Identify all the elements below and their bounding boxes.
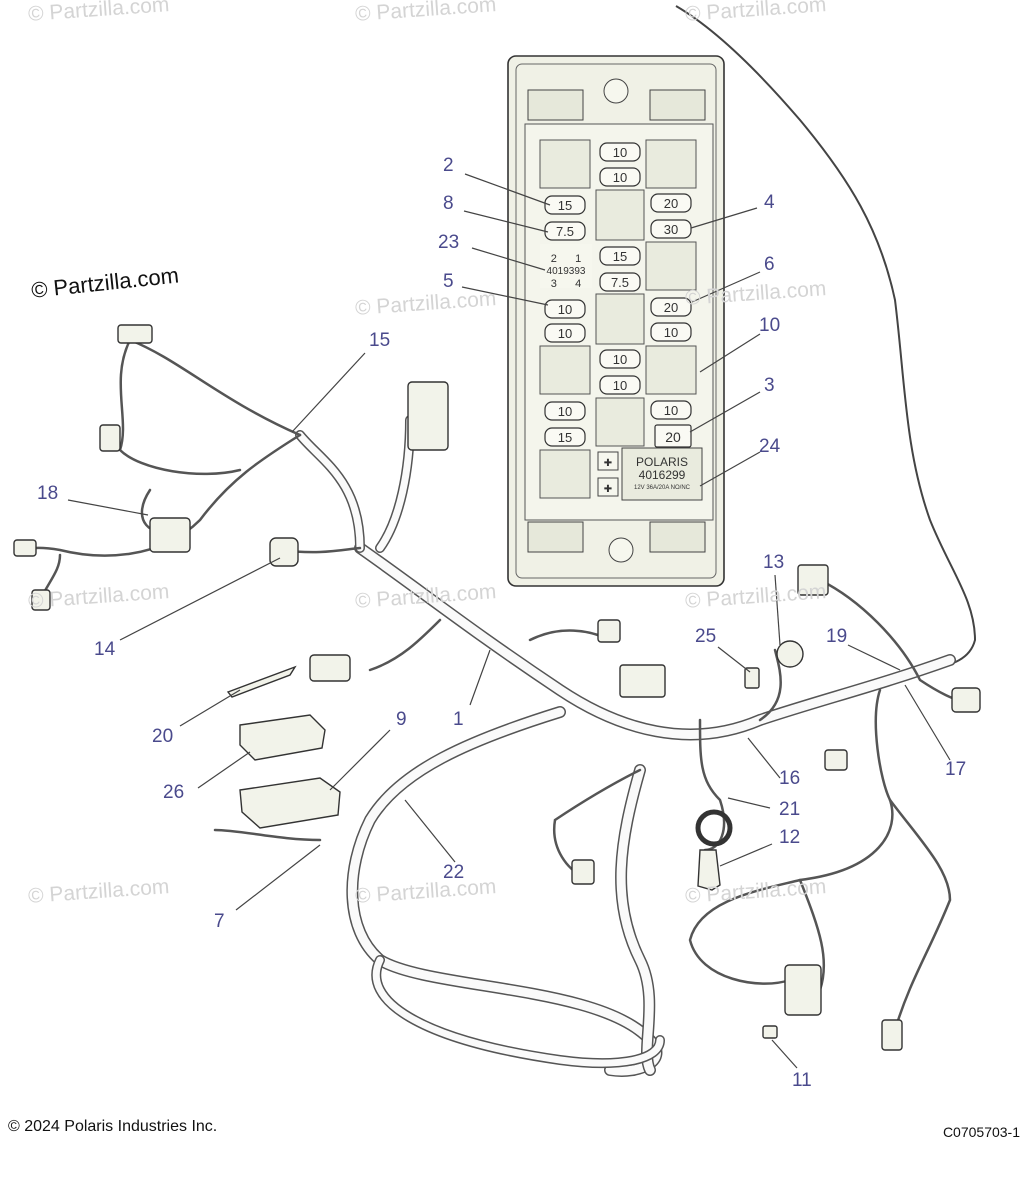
fuse-label: 10 bbox=[613, 145, 627, 160]
fuse-label: 15 bbox=[558, 430, 572, 445]
copyright-text: © 2024 Polaris Industries Inc. bbox=[8, 1118, 218, 1135]
svg-text:✚: ✚ bbox=[604, 458, 612, 469]
fuse-label: 20 bbox=[665, 429, 681, 445]
callout-1: 1 bbox=[453, 709, 464, 730]
fuse-label: 30 bbox=[664, 222, 678, 237]
relay-pins-bottom: 3 4 bbox=[551, 278, 582, 290]
callout-6: 6 bbox=[764, 254, 775, 275]
callout-18: 18 bbox=[37, 483, 59, 504]
fuse-label: 10 bbox=[613, 170, 627, 185]
leader-lines bbox=[67, 173, 951, 1069]
fuse-label: 10 bbox=[664, 403, 678, 418]
spec-text: 12V 36A/20A NO/NC bbox=[634, 485, 691, 491]
callout-3: 3 bbox=[764, 375, 775, 396]
diagram-code: C0705703-1 bbox=[942, 1124, 1020, 1140]
callout-25: 25 bbox=[695, 626, 717, 647]
part-number-text: 4016299 bbox=[639, 468, 686, 482]
fuse-label: 20 bbox=[664, 300, 678, 315]
fuse-label: 15 bbox=[558, 198, 572, 213]
callout-15: 15 bbox=[369, 330, 391, 351]
callout-21: 21 bbox=[779, 799, 801, 820]
fuse-box: ✚ ✚ bbox=[507, 55, 725, 587]
brand-text: POLARIS bbox=[636, 455, 688, 469]
callout-13: 13 bbox=[763, 552, 785, 573]
fuse-label: 10 bbox=[558, 404, 572, 419]
callout-20: 20 bbox=[152, 726, 174, 747]
callout-23: 23 bbox=[438, 232, 460, 253]
callout-16: 16 bbox=[779, 768, 801, 789]
relay-part-number: 4019393 bbox=[547, 266, 586, 277]
fuse-label: 10 bbox=[613, 378, 627, 393]
relay-label: 2 1 4019393 3 4 bbox=[547, 253, 586, 290]
fuse-label: 10 bbox=[558, 302, 572, 317]
callout-2: 2 bbox=[443, 155, 454, 176]
relay-pins-top: 2 1 bbox=[551, 253, 582, 265]
fuse-label: 7.5 bbox=[611, 275, 629, 290]
callout-5: 5 bbox=[443, 271, 454, 292]
connectors bbox=[13, 324, 981, 1051]
callout-8: 8 bbox=[443, 193, 454, 214]
long-wire bbox=[675, 5, 977, 669]
callout-17: 17 bbox=[945, 759, 967, 780]
fuse-box-label: POLARIS 4016299 12V 36A/20A NO/NC bbox=[634, 455, 691, 491]
callout-10: 10 bbox=[759, 315, 781, 336]
fuse-label: 7.5 bbox=[556, 224, 574, 239]
harness-thin-wires bbox=[18, 338, 972, 1032]
fuse-slots: 10 10 15 20 7.5 30 15 7.5 10 20 10 10 10… bbox=[544, 142, 692, 448]
callout-9: 9 bbox=[396, 709, 407, 730]
callout-12: 12 bbox=[779, 827, 801, 848]
callout-22: 22 bbox=[443, 862, 465, 883]
svg-text:✚: ✚ bbox=[604, 484, 612, 495]
callout-11: 11 bbox=[792, 1070, 812, 1091]
callout-7: 7 bbox=[214, 911, 225, 932]
fuse-label: 10 bbox=[613, 352, 627, 367]
fuse-label: 15 bbox=[613, 249, 627, 264]
callout-19: 19 bbox=[826, 626, 848, 647]
fuse-label: 10 bbox=[558, 326, 572, 341]
callout-4: 4 bbox=[764, 192, 775, 213]
callout-14: 14 bbox=[94, 639, 116, 660]
fuse-label: 20 bbox=[664, 196, 678, 211]
callout-24: 24 bbox=[759, 436, 781, 457]
loose-parts bbox=[226, 640, 804, 1039]
callout-26: 26 bbox=[163, 782, 185, 803]
fuse-label: 10 bbox=[664, 325, 678, 340]
